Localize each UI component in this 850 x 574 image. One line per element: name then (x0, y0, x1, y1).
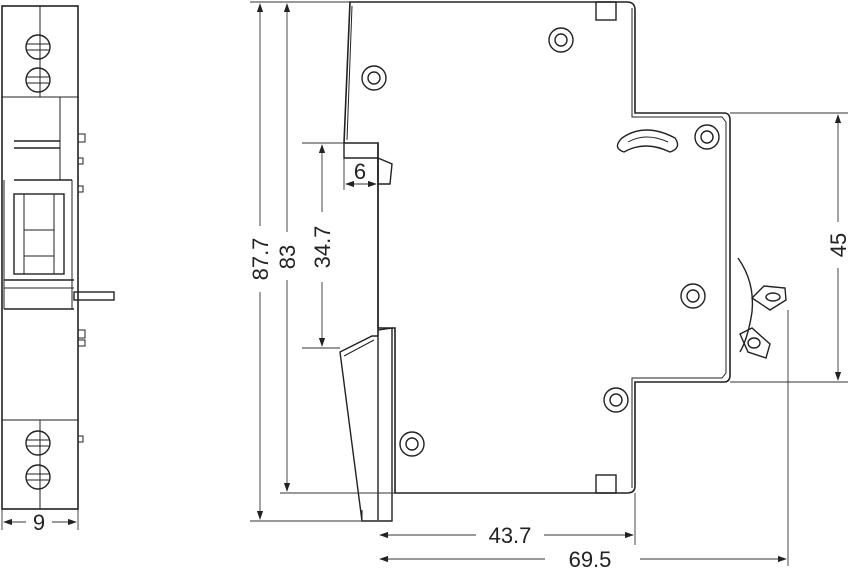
dim-rail-gap: 34.7 (302, 142, 344, 349)
dim-label-43-7: 43.7 (489, 523, 532, 548)
dim-total-depth: 69.5 (379, 310, 789, 572)
dim-label-9: 9 (33, 510, 45, 535)
dim-body-height: 83 (275, 3, 395, 494)
dim-label-34-7: 34.7 (310, 226, 335, 269)
top-latch (595, 1, 617, 21)
dim-body-depth: 43.7 (379, 493, 636, 548)
dim-label-45: 45 (826, 233, 850, 257)
side-view-lever (73, 291, 115, 301)
rivet-5 (603, 387, 629, 413)
bottom-screw-1 (25, 430, 51, 456)
rivet-4 (680, 283, 706, 309)
dim-label-6: 6 (354, 159, 366, 184)
dim-clip-depth: 6 (343, 158, 377, 190)
dim-label-87-7: 87.7 (248, 238, 273, 281)
dim-label-69-5: 69.5 (569, 547, 612, 569)
top-screw-1 (25, 34, 51, 60)
side-view-mechanism (3, 97, 115, 443)
dim-label-83: 83 (275, 245, 300, 269)
terminal-lower (739, 327, 771, 359)
top-screw-2 (25, 67, 51, 93)
rail-clip-bottom (339, 327, 393, 522)
side-view: 9 (1, 5, 115, 535)
front-view-body (343, 1, 731, 494)
dim-width-9: 9 (1, 509, 79, 535)
front-view: 87.7 83 34.7 6 45 (248, 1, 850, 572)
dim-total-height: 87.7 (248, 1, 362, 522)
rivet-3 (694, 124, 720, 150)
dim-terminal-height: 45 (730, 112, 850, 383)
rivet-2 (361, 65, 387, 91)
rivet-1 (548, 27, 574, 53)
bottom-screw-2 (25, 464, 51, 490)
terminal-area (737, 257, 787, 359)
rivet-6 (399, 431, 425, 457)
terminal-upper (750, 285, 787, 311)
slot (616, 129, 679, 153)
bottom-latch (595, 474, 617, 494)
